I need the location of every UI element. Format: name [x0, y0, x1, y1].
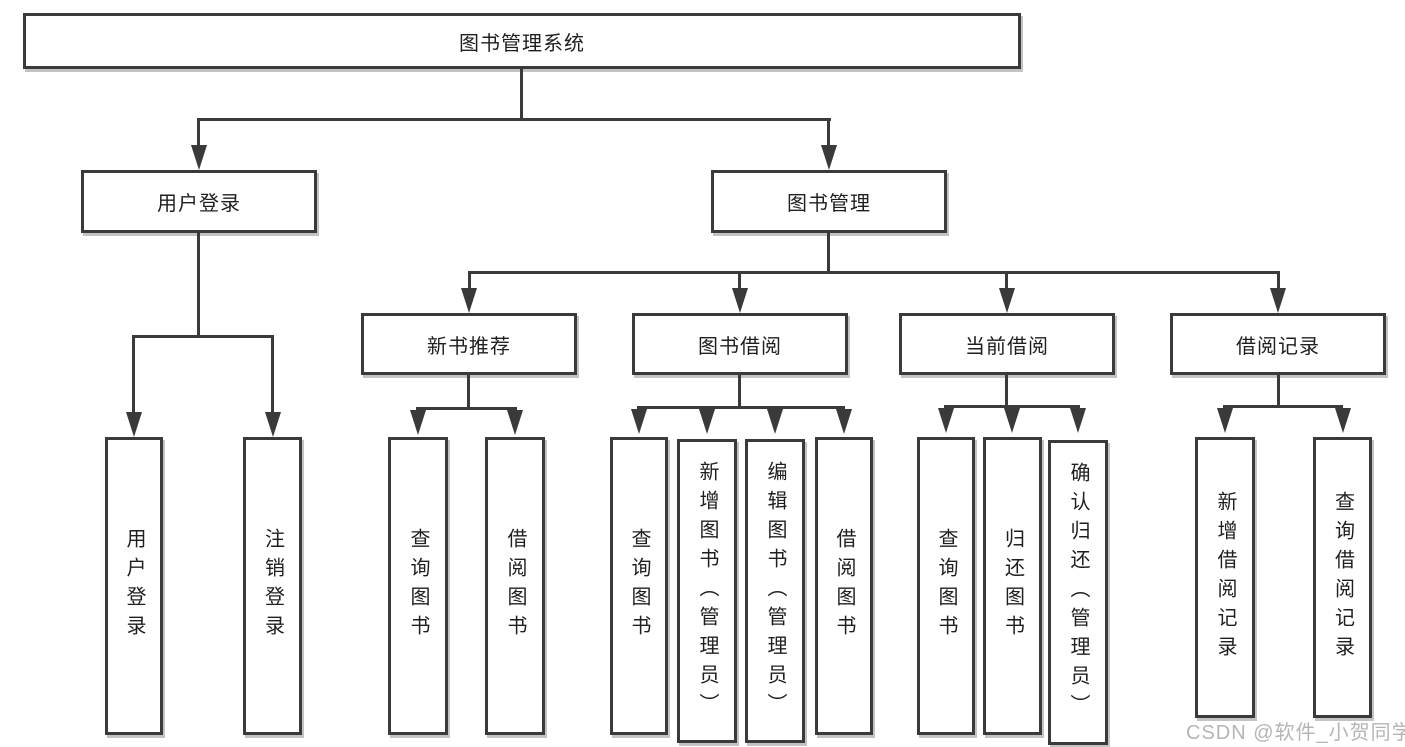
node-label: 注销登录 [261, 528, 284, 644]
leaf-borrow-query-books: 查询图书 [610, 437, 668, 735]
leaf-current-confirm-return-admin: 确认归还（管理员） [1048, 440, 1108, 745]
connector-rail [637, 406, 845, 409]
node-new-book-recommend: 新书推荐 [361, 313, 577, 375]
arrow-down-icon [1270, 288, 1286, 313]
node-current-borrow: 当前借阅 [899, 313, 1115, 375]
connector-stem [1277, 375, 1280, 408]
node-book-borrow: 图书借阅 [632, 313, 848, 375]
node-label: 用户登录 [123, 528, 145, 644]
arrow-down-icon [410, 410, 426, 435]
connector-book-mgmt-drop [827, 118, 830, 147]
arrow-down-icon [938, 408, 954, 433]
connector-stem [467, 375, 470, 410]
node-library-management-system: 图书管理系统 [23, 13, 1021, 69]
arrow-down-icon [126, 412, 142, 437]
node-label: 查询图书 [935, 528, 957, 644]
node-label: 图书管理 [787, 193, 871, 215]
connector-drop [1005, 271, 1008, 290]
arrow-down-icon [836, 409, 852, 434]
arrow-down-icon [191, 145, 207, 170]
connector-rail [944, 405, 1080, 408]
node-book-management: 图书管理 [711, 170, 947, 233]
arrow-down-icon [265, 412, 281, 437]
arrow-down-icon [631, 409, 647, 434]
node-label: 确认归还（管理员） [1067, 462, 1089, 723]
arrow-down-icon [1070, 408, 1086, 433]
connector-stem [738, 375, 741, 409]
leaf-current-query-books: 查询图书 [917, 437, 975, 735]
arrow-down-icon [999, 288, 1015, 313]
connector-book-mgmt-stem [827, 233, 830, 274]
arrow-down-icon [1217, 408, 1233, 433]
connector-rail [1223, 405, 1343, 408]
connector-stem [1005, 375, 1008, 409]
node-label: 查询图书 [407, 528, 429, 644]
node-borrow-records: 借阅记录 [1170, 313, 1386, 375]
node-label: 新书推荐 [427, 335, 511, 358]
arrow-down-icon [1004, 408, 1020, 433]
connector-drop [132, 335, 135, 413]
node-label: 图书管理系统 [459, 32, 585, 55]
node-label: 归还图书 [1001, 528, 1024, 644]
node-label: 借阅记录 [1236, 335, 1320, 358]
node-label: 当前借阅 [965, 335, 1049, 358]
node-label: 图书借阅 [698, 335, 782, 358]
node-label: 用户登录 [157, 193, 241, 215]
node-label: 新增借阅记录 [1214, 490, 1236, 665]
leaf-records-query-record: 查询借阅记录 [1313, 437, 1372, 718]
leaf-records-add-record: 新增借阅记录 [1195, 437, 1255, 718]
leaf-user-login: 用户登录 [105, 437, 163, 735]
node-label: 新增图书（管理员） [696, 460, 718, 722]
arrow-down-icon [767, 409, 783, 434]
connector-user-login-rail [132, 335, 274, 338]
connector-root-stem [520, 69, 523, 120]
leaf-borrow-add-books-admin: 新增图书（管理员） [677, 439, 737, 743]
arrow-down-icon [821, 145, 837, 170]
csdn-watermark: CSDN @软件_小贺同学 [1186, 722, 1405, 744]
connector-level2-rail [468, 271, 1280, 274]
connector-drop [271, 335, 274, 413]
leaf-borrow-borrow-books: 借阅图书 [815, 437, 873, 735]
node-label: 借阅图书 [833, 528, 855, 644]
connector-drop [738, 271, 741, 290]
node-label: 编辑图书（管理员） [764, 460, 786, 722]
arrow-down-icon [1335, 408, 1351, 433]
arrow-down-icon [732, 288, 748, 313]
leaf-recommend-borrow-books: 借阅图书 [485, 437, 545, 735]
connector-drop [1277, 271, 1280, 290]
connector-user-login-stem [197, 233, 200, 338]
connector-user-login-drop [197, 118, 200, 147]
leaf-recommend-query-books: 查询图书 [388, 437, 448, 735]
connector-level1-rail [197, 118, 831, 121]
arrow-down-icon [699, 409, 715, 434]
leaf-logout: 注销登录 [243, 437, 302, 735]
connector-rail [416, 407, 517, 410]
node-label: 借阅图书 [504, 528, 526, 644]
node-label: 查询借阅记录 [1331, 490, 1354, 665]
node-label: 查询图书 [628, 528, 650, 644]
arrow-down-icon [507, 410, 523, 435]
connector-drop [468, 271, 471, 290]
node-user-login: 用户登录 [81, 170, 317, 233]
arrow-down-icon [461, 288, 477, 313]
leaf-current-return-books: 归还图书 [983, 437, 1042, 735]
leaf-borrow-edit-books-admin: 编辑图书（管理员） [745, 439, 805, 743]
